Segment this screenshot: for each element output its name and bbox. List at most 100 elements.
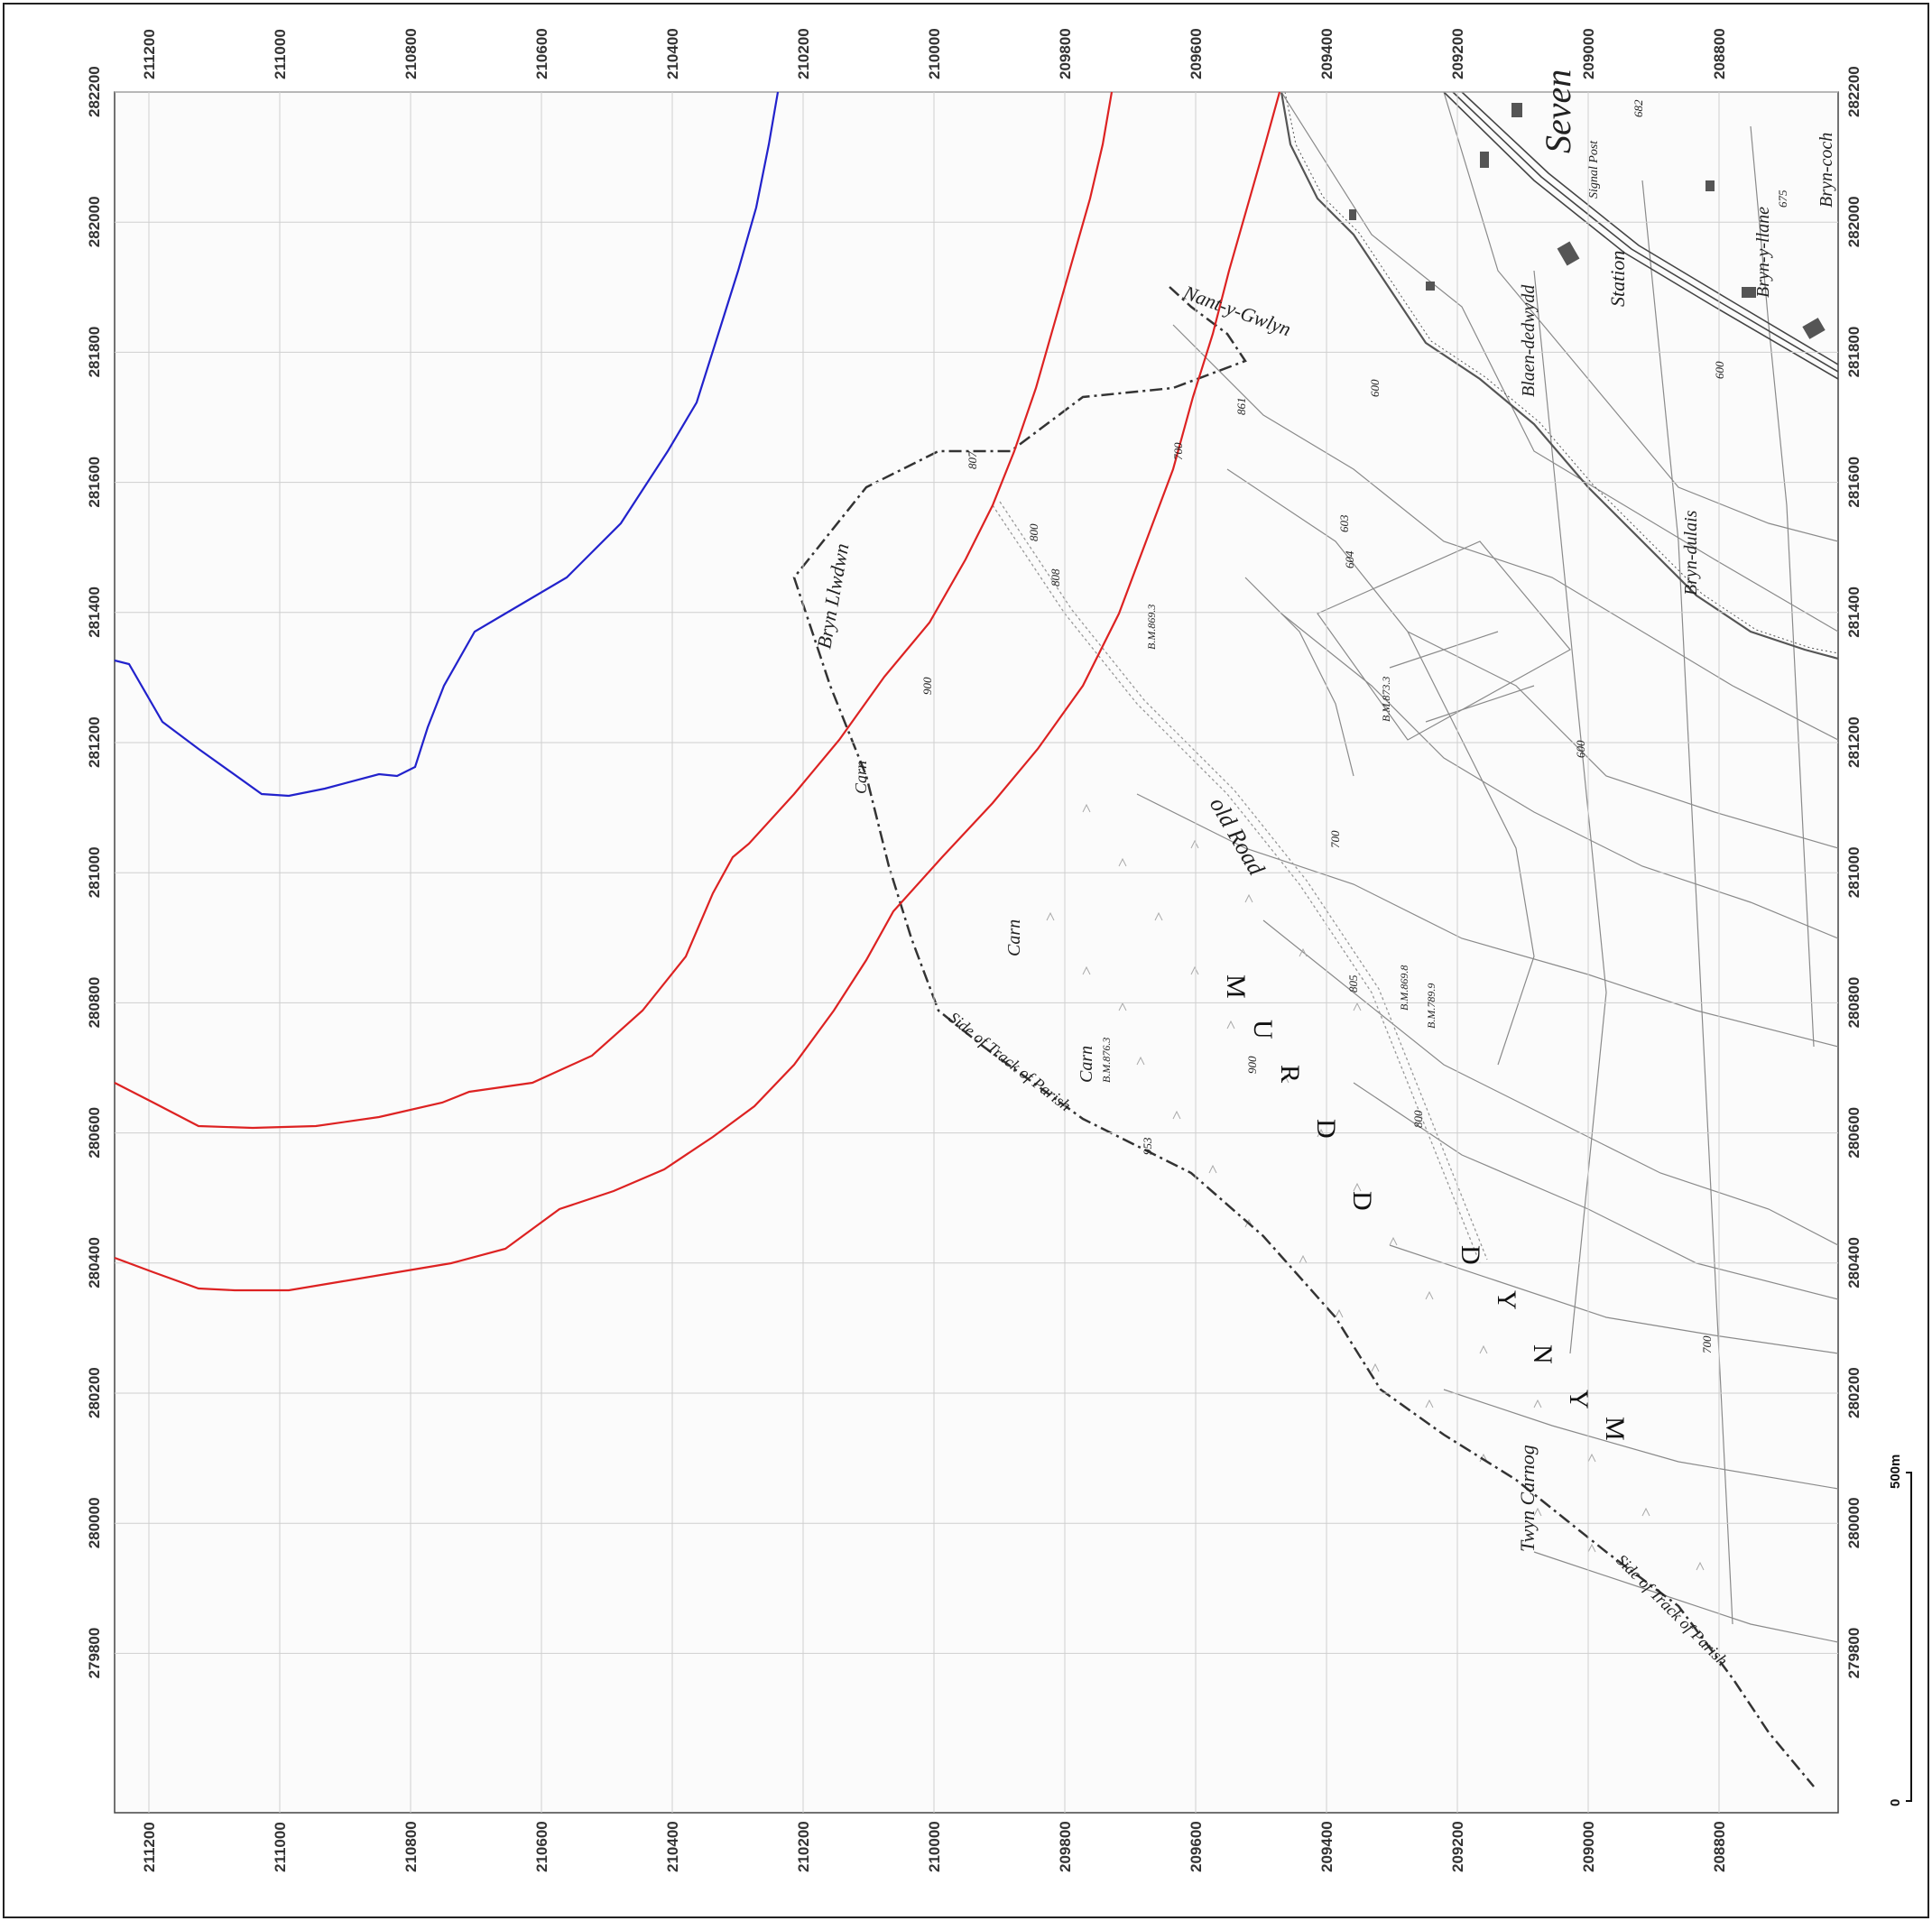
easting-tick-label: 211000	[272, 1822, 289, 1872]
northing-tick-label: 279800	[86, 1628, 103, 1679]
spot-height: 953	[1141, 1137, 1154, 1155]
spot-height: 675	[1776, 189, 1789, 208]
parish-boundary-line	[792, 286, 1815, 1787]
river-bank	[1284, 91, 1839, 654]
outer-buffer-line[interactable]	[114, 91, 1281, 1292]
northing-tick-label: 280000	[1845, 1497, 1863, 1548]
easting-tick-label: 210400	[664, 28, 681, 79]
easting-tick-label: 209800	[1057, 1821, 1074, 1872]
northing-tick-label: 281000	[1845, 846, 1863, 898]
spot-height: 600	[1713, 361, 1726, 379]
northing-tick-label: 281800	[86, 327, 103, 378]
historic-map-layer	[1136, 91, 1839, 1643]
label-bm-carn: B.M.876.3	[1100, 1038, 1113, 1083]
northing-tick-label: 279800	[1845, 1628, 1863, 1679]
label-seven: Seven	[1538, 69, 1578, 153]
site-boundary-line[interactable]	[114, 91, 780, 798]
northing-tick-label: 280000	[86, 1497, 103, 1548]
spot-height: 805	[1346, 974, 1360, 993]
northing-tick-label: 282200	[1845, 66, 1863, 117]
easting-tick-label: 209800	[1057, 28, 1074, 79]
northing-ticks-left: 2822002820002818002816002814002812002810…	[86, 66, 103, 1678]
label-blaen-dedwydd: Blaen-dedwydd	[1519, 284, 1539, 397]
northing-tick-label: 280400	[86, 1237, 103, 1288]
northing-tick-label: 281200	[86, 716, 103, 768]
label-bryn-y-llane: Bryn-y-llane	[1753, 207, 1773, 298]
spot-height: 900	[920, 677, 934, 695]
easting-tick-label: 209400	[1318, 28, 1336, 79]
northing-tick-label: 282000	[86, 196, 103, 247]
old-road	[992, 501, 1488, 1264]
easting-tick-label: 209400	[1318, 1821, 1336, 1872]
easting-tick-label: 209200	[1449, 1821, 1466, 1872]
easting-tick-label: 210800	[402, 28, 420, 79]
buildings	[1349, 103, 1826, 339]
easting-tick-label: 209000	[1580, 1821, 1597, 1872]
northing-tick-label: 281400	[1845, 586, 1863, 638]
label-mynydd-drum-10: M	[1600, 1417, 1630, 1441]
map-area[interactable]	[114, 91, 1839, 1814]
easting-tick-label: 208800	[1711, 28, 1728, 79]
easting-tick-label: 211200	[141, 29, 158, 79]
inner-buffer-line[interactable]	[114, 91, 1114, 1130]
northing-tick-label: 280400	[1845, 1237, 1863, 1288]
label-bm-1: B.M.869.8	[1398, 965, 1410, 1011]
label-mynydd-drum-7: Y	[1492, 1290, 1521, 1310]
spot-height: 808	[1049, 568, 1062, 586]
label-mynydd-drum-1: M	[1221, 974, 1251, 999]
label-bm-2: B.M.789.9	[1425, 984, 1437, 1029]
label-mynydd-drum-6: D	[1456, 1245, 1485, 1265]
easting-tick-label: 209200	[1449, 28, 1466, 79]
label-carn-2: Carn	[1004, 919, 1024, 956]
easting-tick-label: 211000	[272, 29, 289, 79]
scale-bar-start-label: 0	[1888, 1799, 1903, 1806]
spot-height: 700	[1700, 1335, 1714, 1353]
easting-tick-label: 210000	[926, 1821, 943, 1872]
spot-height: 604	[1343, 550, 1356, 568]
easting-tick-label: 210000	[926, 28, 943, 79]
label-twyn-carnog: Twyn Carnog	[1516, 1445, 1539, 1552]
label-bm-3: B.M.869.3	[1145, 605, 1158, 650]
label-mynydd-drum-8: N	[1528, 1344, 1558, 1364]
scale-bar: 500m 0	[1888, 1455, 1912, 1806]
northing-tick-label: 280600	[1845, 1107, 1863, 1159]
spot-height: 682	[1632, 99, 1645, 117]
easting-tick-label: 209600	[1188, 28, 1205, 79]
label-carn-3: Carn	[1077, 1046, 1096, 1083]
northing-tick-label: 280800	[1845, 977, 1863, 1029]
northing-tick-label: 281800	[1845, 327, 1863, 378]
label-bryn-dulais: Bryn-dulais	[1681, 510, 1701, 596]
spot-height: 800	[1027, 523, 1040, 541]
label-mynydd-drum-5: D	[1347, 1191, 1377, 1211]
northing-ticks-right: 282200 282000 281800 281600 281400 281200 2810…	[1845, 66, 1863, 1678]
spot-height: 700	[1328, 830, 1342, 848]
easting-tick-label: 210200	[795, 28, 812, 79]
railway	[1443, 91, 1839, 380]
northing-tick-label: 280200	[86, 1367, 103, 1418]
northing-tick-label: 281600	[86, 457, 103, 508]
northing-tick-label: 281600	[1845, 457, 1863, 508]
northing-tick-label: 280600	[86, 1107, 103, 1159]
spot-height: 700	[1171, 442, 1185, 460]
label-mynydd-drum-9: Y	[1564, 1390, 1594, 1409]
label-carn-1: Carn	[852, 761, 870, 794]
spot-height: 600	[1368, 379, 1382, 397]
easting-tick-label: 210600	[533, 1821, 550, 1872]
northing-tick-label: 280800	[86, 977, 103, 1029]
spot-height: 861	[1234, 398, 1248, 416]
spot-height: 807	[966, 451, 979, 469]
northing-tick-label: 282000	[1845, 196, 1863, 247]
easting-tick-label: 208800	[1711, 1821, 1728, 1872]
northing-tick-label: 281200	[1845, 716, 1863, 768]
easting-tick-label: 210200	[795, 1821, 812, 1872]
label-bm-4: B.M.873.3	[1380, 677, 1392, 722]
label-signal-post: Signal Post	[1587, 140, 1601, 199]
northing-tick-label: 281000	[86, 846, 103, 898]
label-bryn-coch: Bryn-coch	[1816, 133, 1836, 208]
easting-tick-label: 210800	[402, 1821, 420, 1872]
spot-height: 603	[1337, 514, 1351, 532]
buffer-lines	[114, 91, 1281, 1292]
